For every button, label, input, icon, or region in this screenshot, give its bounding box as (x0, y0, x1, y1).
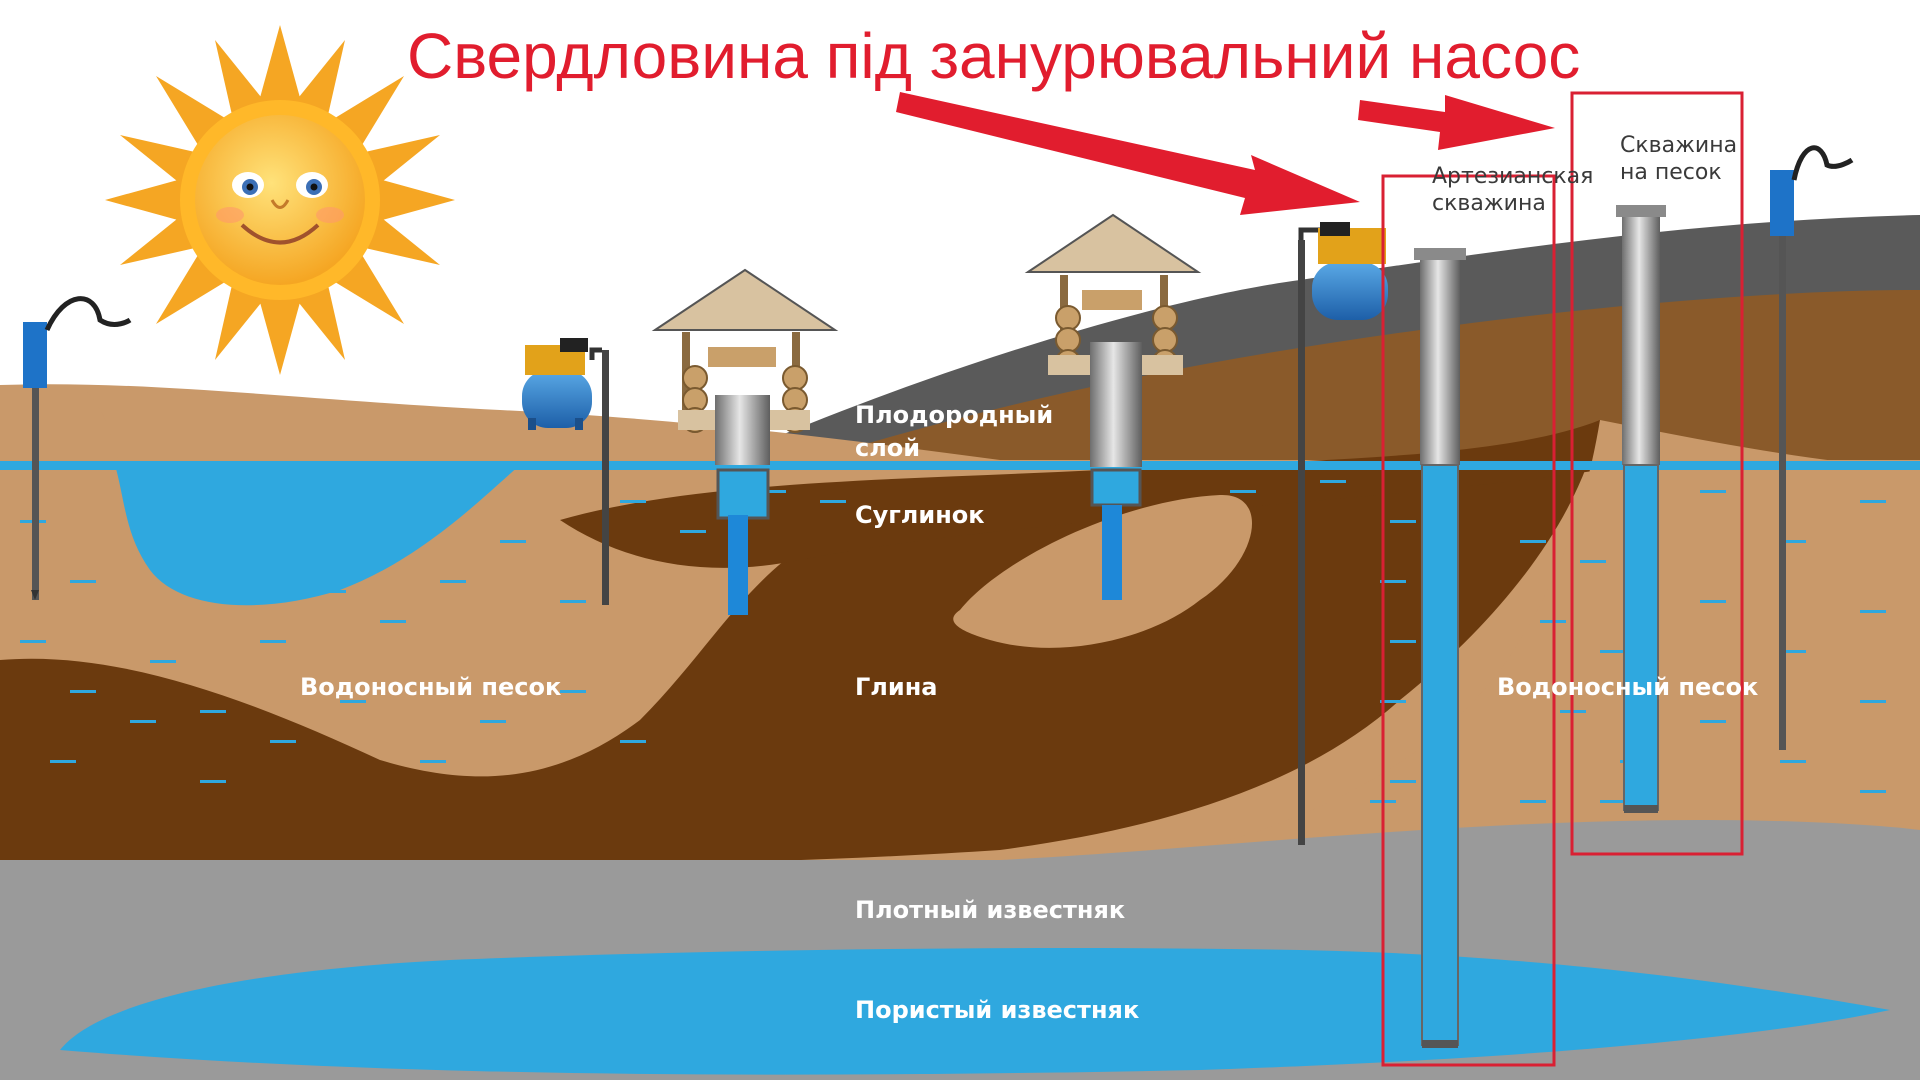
water-dash (1600, 650, 1626, 653)
artesian-highlight-box (1381, 174, 1556, 1067)
pump-station-icon (1298, 222, 1388, 845)
hand-pump-icon (1770, 145, 1854, 750)
water-dash (1600, 800, 1626, 803)
water-dash (1520, 800, 1546, 803)
water-dash (200, 780, 226, 783)
clay-label: Глина (855, 673, 937, 701)
water-dash (500, 540, 526, 543)
water-dash (420, 760, 446, 763)
arrow-icon (1358, 95, 1555, 150)
water-dash (1700, 600, 1726, 603)
pump-station-icon (522, 338, 609, 605)
water-dash (1700, 490, 1726, 493)
water-dash (220, 520, 246, 523)
water-dash (1860, 500, 1886, 503)
water-dash (1700, 720, 1726, 723)
water-dash (270, 740, 296, 743)
water-dash (50, 760, 76, 763)
water-dash (1780, 650, 1806, 653)
water-dash (380, 620, 406, 623)
water-dash (1860, 610, 1886, 613)
water-dash (440, 580, 466, 583)
water-dash (680, 530, 706, 533)
sand-well-label: Скважина на песок (1620, 133, 1744, 185)
water-dash (480, 720, 506, 723)
sand-highlight-box (1570, 91, 1744, 856)
water-dash (1320, 480, 1346, 483)
water-dash (320, 590, 346, 593)
water-dash (130, 720, 156, 723)
water-dash (70, 690, 96, 693)
water-dash (560, 600, 586, 603)
water-dash (560, 690, 586, 693)
sand-well (1616, 205, 1666, 813)
left-lake (115, 465, 520, 606)
well-house-icon (651, 268, 839, 615)
water-dash (820, 500, 846, 503)
artesian-well-label: Артезианская скважина (1432, 164, 1600, 216)
water-dash (340, 700, 366, 703)
hand-pump-icon (23, 296, 132, 600)
diagram-title: Свердловина під занурювальний насос (407, 20, 1580, 92)
porous-limestone-label: Пористый известняк (855, 996, 1139, 1024)
water-dash (760, 490, 786, 493)
water-dash (20, 640, 46, 643)
water-dash (1780, 760, 1806, 763)
water-dash (1860, 790, 1886, 793)
fertile-layer-label: Плодородный слой (855, 401, 1062, 462)
water-dash (1390, 520, 1416, 523)
water-dash (1230, 490, 1256, 493)
water-dash (70, 580, 96, 583)
sand-right-label: Водоносный песок (1497, 673, 1758, 701)
arrow-icon (896, 92, 1360, 215)
sun-icon (105, 25, 455, 375)
water-table-line (0, 461, 1920, 470)
water-dash (150, 660, 176, 663)
dense-limestone-label: Плотный известняк (855, 896, 1125, 924)
water-dash (1380, 700, 1406, 703)
loam-label: Суглинок (855, 501, 985, 529)
water-dash (1390, 640, 1416, 643)
well-house-icon (1024, 213, 1202, 600)
water-dash (1520, 540, 1546, 543)
sand-layer-right (1150, 420, 1920, 860)
water-dash (1780, 540, 1806, 543)
water-dash (1580, 560, 1606, 563)
water-dash (200, 710, 226, 713)
water-dash (620, 740, 646, 743)
artesian-well (1414, 248, 1466, 1048)
water-dash (1860, 700, 1886, 703)
water-dash (280, 500, 306, 503)
sand-left-label: Водоносный песок (300, 673, 561, 701)
water-dash (1390, 780, 1416, 783)
water-dash (1380, 580, 1406, 583)
water-dash (260, 640, 286, 643)
water-dash (620, 500, 646, 503)
